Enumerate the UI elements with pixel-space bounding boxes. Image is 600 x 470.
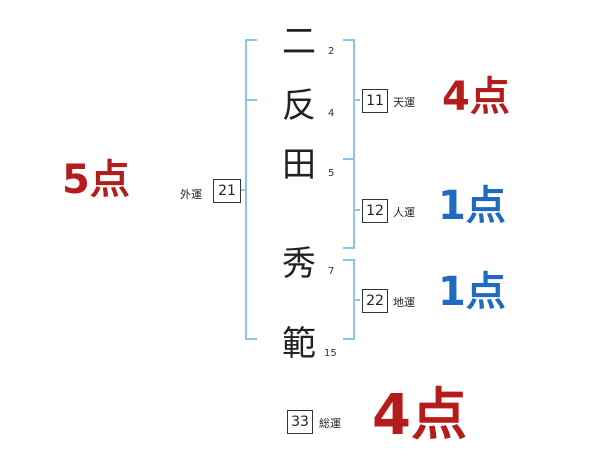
tenkaku-score: 4点 bbox=[442, 74, 510, 120]
chikaku-label: 地運 bbox=[393, 296, 415, 309]
chikaku-score: 1点 bbox=[438, 269, 506, 315]
name-char-3: 田 bbox=[282, 145, 316, 185]
stroke-count-2: 4 bbox=[328, 108, 335, 119]
soukaku-value-box: 33 bbox=[287, 410, 313, 434]
stroke-count-5: 15 bbox=[324, 348, 337, 359]
jinkaku-score: 1点 bbox=[438, 183, 506, 229]
name-char-2: 反 bbox=[282, 86, 316, 126]
stroke-count-1: 2 bbox=[328, 46, 335, 57]
jinkaku-bracket bbox=[343, 158, 360, 249]
stroke-count-4: 7 bbox=[328, 266, 335, 277]
gaikaku-label: 外運 bbox=[180, 188, 202, 201]
stroke-count-3: 5 bbox=[328, 168, 335, 179]
jinkaku-value-box: 12 bbox=[362, 199, 388, 223]
chikaku-bracket bbox=[343, 259, 360, 340]
soukaku-score: 4点 bbox=[372, 383, 467, 448]
name-char-4: 秀 bbox=[282, 244, 316, 284]
soukaku-label: 総運 bbox=[319, 417, 341, 430]
tenkaku-label: 天運 bbox=[393, 96, 415, 109]
name-char-5: 範 bbox=[282, 324, 316, 364]
chikaku-value-box: 22 bbox=[362, 289, 388, 313]
tenkaku-bracket bbox=[343, 39, 360, 160]
jinkaku-label: 人運 bbox=[393, 206, 415, 219]
name-char-1: 二 bbox=[282, 22, 316, 62]
gaikaku-value-box: 21 bbox=[213, 179, 241, 203]
gaikaku-score: 5点 bbox=[62, 157, 130, 203]
gaikaku-bracket bbox=[241, 39, 257, 340]
tenkaku-value-box: 11 bbox=[362, 89, 388, 113]
